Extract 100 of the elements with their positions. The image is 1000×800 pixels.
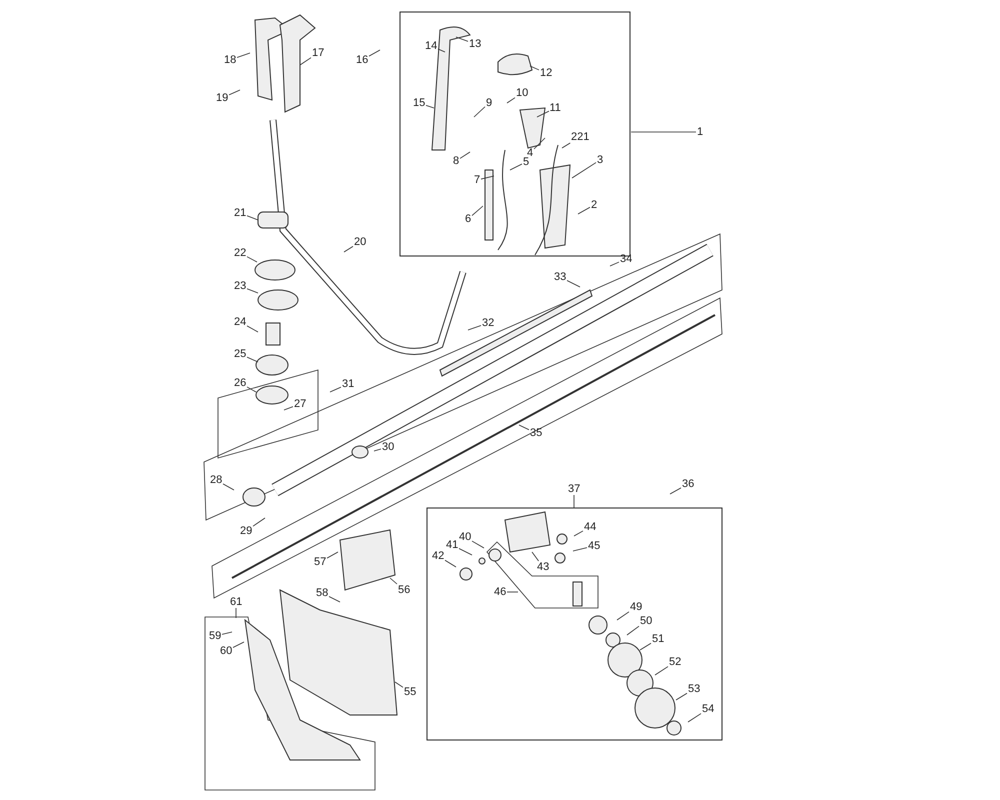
callout-number: 42 [431,550,446,562]
leader-line [368,50,380,56]
leader-line [246,215,258,220]
callout-number: 21 [233,207,248,219]
callout-number: 221 [570,131,590,143]
callout-number: 24 [233,316,248,328]
leader-line [640,642,652,650]
callout-number: 57 [313,556,328,568]
callout-number: 13 [468,38,482,50]
callout-number: 37 [567,483,582,495]
leader-line [532,552,539,562]
callout-number: 28 [209,474,224,486]
leader-line [676,692,688,700]
leader-line [246,386,256,392]
callout-number: 4 [526,147,534,159]
leader-line [394,682,404,688]
leader-line [374,448,382,452]
callout-number: 15 [412,97,426,109]
callout-number: 29 [239,525,254,537]
leader-line [246,288,258,294]
callout-number: 41 [445,539,460,551]
callout-number: 59 [208,630,222,642]
callout-number: 23 [233,280,248,292]
callout-number: 14 [424,40,438,52]
callout-number: 45 [587,540,602,552]
leader-line [252,518,266,527]
leader-line [530,66,540,70]
leader-line [456,36,468,42]
leader-line [572,162,596,178]
leader-line [458,548,472,556]
callout-number: 53 [687,683,702,695]
leader-line [474,106,486,118]
callout-number: 18 [223,54,238,66]
callout-number: 33 [553,271,568,283]
leader-line [390,578,398,584]
callout-number: 17 [311,47,326,59]
callout-number: 20 [353,236,368,248]
leader-line [480,176,494,180]
callout-number: 43 [536,561,550,573]
leader-line [472,540,484,548]
leader-line [284,406,294,410]
callout-number: 52 [668,656,682,668]
leader-line [534,138,546,150]
callout-number: 25 [233,348,248,360]
leader-line [506,97,516,104]
callout-number: 30 [381,441,396,453]
leader-line [468,325,482,330]
leader-line [228,90,240,96]
leader-line [236,52,250,58]
leader-line [654,666,668,676]
leader-line [572,547,588,552]
callout-number: 58 [315,587,330,599]
callout-number: 16 [355,54,370,66]
callout-number: 3 [596,154,604,166]
callout-number: 6 [464,213,472,225]
leader-line [326,552,338,558]
callout-number: 50 [639,615,654,627]
callout-number: 22 [233,247,248,259]
leader-line [536,110,550,118]
leader-line [616,611,630,620]
callout-number: 1 [696,126,704,138]
leader-line [518,424,530,430]
callout-number: 32 [481,317,496,329]
callout-number: 51 [651,633,666,645]
callout-number: 34 [619,253,634,265]
leader-line [328,596,340,602]
leader-line [472,206,484,216]
leader-line [510,164,522,170]
leader-line [222,632,232,635]
callout-number: 2 [590,199,598,211]
leader-line [626,626,640,636]
leader-line [246,256,258,262]
leader-line [566,280,580,288]
callout-number: 8 [452,155,460,167]
leader-line [246,356,258,362]
callout-number: 49 [629,601,644,613]
leader-line [578,206,590,214]
callout-number: 11 [548,102,562,114]
leader-line [444,560,456,568]
leader-line [460,152,470,159]
leader-line [688,713,702,722]
callout-number: 19 [215,92,230,104]
callout-number: 31 [341,378,356,390]
leader-line [300,57,312,66]
leader-line [610,262,620,266]
callout-number: 26 [233,377,248,389]
leader-line [222,484,234,490]
callout-number: 7 [473,174,482,186]
leader-line [232,642,244,648]
callout-number: 10 [515,87,530,99]
leader-line [330,386,342,392]
callout-number: 44 [583,521,598,533]
callout-number: 56 [397,584,412,596]
callout-number: 54 [701,703,716,715]
callout-number: 36 [681,478,696,490]
callout-number: 27 [293,398,308,410]
leader-line [438,48,446,52]
callout-number: 9 [485,97,494,109]
leader-line [246,326,258,332]
leader-line [562,142,571,148]
